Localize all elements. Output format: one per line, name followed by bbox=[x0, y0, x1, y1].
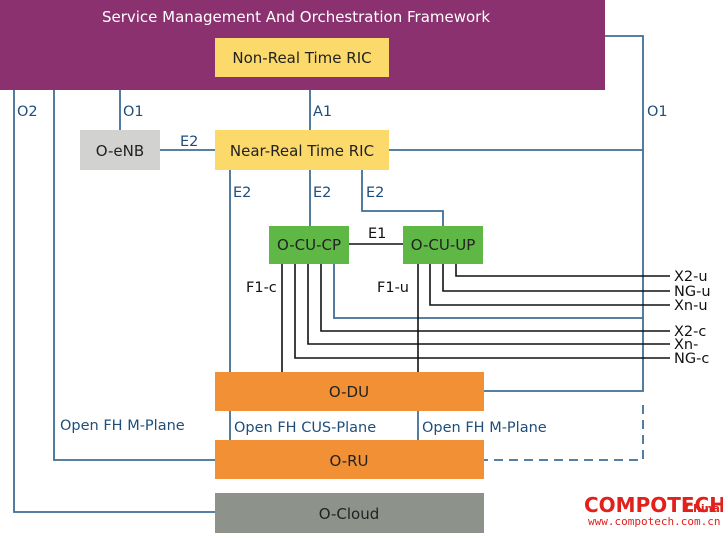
xn-label: Xn- bbox=[674, 337, 698, 353]
compotech-watermark: COMPOTECH China www.compotech.com.cn bbox=[584, 493, 723, 528]
o1-cu-link bbox=[333, 264, 643, 319]
x2u-link bbox=[455, 264, 670, 277]
o-du-box bbox=[215, 372, 484, 411]
o-cu-up-label: O-CU-UP bbox=[411, 236, 476, 254]
open-fh-m-left-link bbox=[53, 90, 215, 461]
non-rt-ric-box bbox=[215, 38, 389, 77]
a1-label: A1 bbox=[313, 104, 332, 120]
xnu-link bbox=[429, 264, 670, 306]
x2c-label: X2-c bbox=[674, 324, 706, 340]
non-rt-ric-label: Non-Real Time RIC bbox=[232, 49, 371, 67]
blue-connectors bbox=[13, 35, 644, 513]
o-cu-cp-label: O-CU-CP bbox=[277, 236, 341, 254]
o2-label: O2 bbox=[17, 104, 38, 120]
o1-right-label: O1 bbox=[647, 104, 668, 120]
f1u-label: F1-u bbox=[377, 280, 409, 296]
ngc-link bbox=[294, 264, 670, 359]
o-cu-cp-box bbox=[269, 226, 349, 264]
watermark-url: www.compotech.com.cn bbox=[588, 515, 720, 528]
e1-label: E1 bbox=[368, 226, 386, 242]
f1c-label: F1-c bbox=[246, 280, 277, 296]
o-cloud-box bbox=[215, 493, 484, 533]
black-connectors bbox=[281, 243, 670, 372]
open-fh-m-left-label: Open FH M-Plane bbox=[60, 418, 185, 434]
near-rt-ric-label: Near-Real Time RIC bbox=[230, 142, 374, 160]
e2-enb-label: E2 bbox=[180, 134, 198, 150]
ngc-label: NG-c bbox=[674, 351, 709, 367]
o-ru-box bbox=[215, 440, 484, 479]
open-fh-m-right-label: Open FH M-Plane bbox=[422, 420, 547, 436]
x2u-label: X2-u bbox=[674, 269, 708, 285]
near-rt-ric-box bbox=[215, 130, 389, 170]
open-fh-cus-label: Open FH CUS-Plane bbox=[234, 420, 376, 436]
o-ru-label: O-RU bbox=[329, 452, 368, 470]
smo-framework-title: Service Management And Orchestration Fra… bbox=[102, 8, 490, 26]
o-enb-label: O-eNB bbox=[96, 142, 144, 160]
xn-link bbox=[307, 264, 670, 345]
e2-up-link bbox=[361, 170, 444, 226]
o1-right-link bbox=[484, 35, 644, 392]
o-cu-up-box bbox=[403, 226, 483, 264]
x2c-link bbox=[320, 264, 670, 332]
watermark-suffix: China bbox=[685, 502, 720, 515]
e2-cp-label: E2 bbox=[313, 185, 331, 201]
o1-left-label: O1 bbox=[123, 104, 144, 120]
o-du-label: O-DU bbox=[329, 383, 369, 401]
e2-du-label: E2 bbox=[233, 185, 251, 201]
xnu-label: Xn-u bbox=[674, 298, 708, 314]
o2-link bbox=[13, 90, 215, 513]
o-cloud-label: O-Cloud bbox=[319, 505, 379, 523]
o-enb-box bbox=[80, 130, 160, 170]
ngu-label: NG-u bbox=[674, 284, 711, 300]
watermark-brand: COMPOTECH bbox=[584, 493, 723, 517]
ngu-link bbox=[442, 264, 670, 292]
o1-oru-dashed-link bbox=[484, 405, 644, 461]
e2-up-label: E2 bbox=[366, 185, 384, 201]
